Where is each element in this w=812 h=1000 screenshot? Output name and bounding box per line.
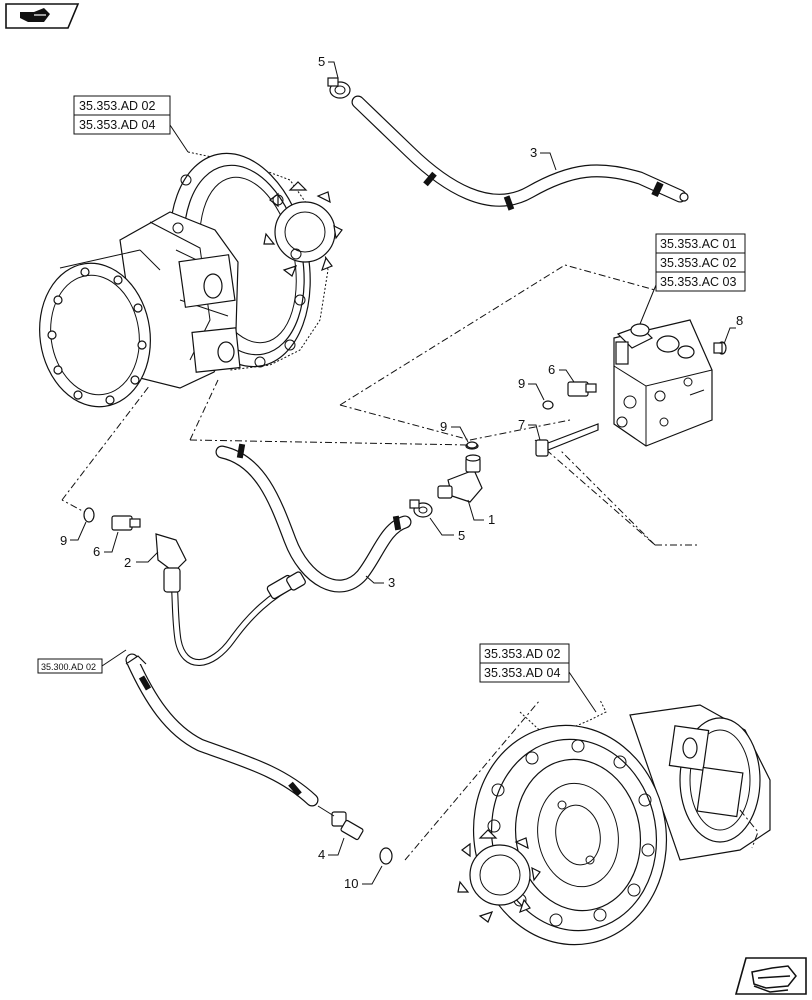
ref-box-upper-motor[interactable]: 35.353.AD 02 35.353.AD 04 (73, 95, 189, 153)
callout-3-top: 3 (530, 145, 557, 171)
o-ring-10 (379, 847, 393, 865)
svg-text:2: 2 (124, 555, 131, 570)
callout-7: 7 (518, 417, 541, 441)
svg-text:5: 5 (318, 54, 325, 69)
svg-text:3: 3 (388, 575, 395, 590)
callout-5-top: 5 (318, 54, 339, 79)
svg-text:9: 9 (440, 419, 447, 434)
callout-1: 1 (467, 499, 495, 527)
ref-box-drain-line[interactable]: 35.300.AD 02 (37, 649, 127, 674)
svg-text:3: 3 (530, 145, 537, 160)
svg-text:6: 6 (93, 544, 100, 559)
ref-upper-motor-2: 35.353.AD 04 (79, 118, 155, 132)
callout-6-left: 6 (93, 531, 119, 559)
elbow-fitting-1 (437, 442, 483, 503)
callout-4: 4 (318, 837, 345, 862)
hose-clamp-top (327, 77, 351, 99)
callout-9-left: 9 (60, 521, 87, 548)
svg-text:6: 6 (548, 362, 555, 377)
lower-drive-motor (457, 699, 771, 946)
svg-text:10: 10 (344, 876, 358, 891)
valve-block (613, 319, 727, 447)
ref-drain-line: 35.300.AD 02 (41, 662, 96, 672)
svg-text:1: 1 (488, 512, 495, 527)
drain-hose (125, 653, 319, 807)
hose-clamp-mid (409, 499, 433, 518)
hand-pointing-right-icon (751, 965, 797, 993)
svg-text:4: 4 (318, 847, 325, 862)
hand-pointing-left-icon (20, 8, 50, 22)
hose-3-middle (215, 443, 433, 593)
callout-2: 2 (124, 551, 159, 570)
ref-valve-block-2: 35.353.AC 02 (660, 256, 736, 270)
svg-text:5: 5 (458, 528, 465, 543)
prev-page-button[interactable] (5, 3, 80, 29)
ref-valve-block-3: 35.353.AC 03 (660, 275, 736, 289)
o-ring-9-mid (466, 441, 478, 449)
ref-box-valve-block[interactable]: 35.353.AC 01 35.353.AC 02 35.353.AC 03 (639, 233, 746, 325)
hose-2 (155, 533, 306, 666)
o-ring-9-right (542, 400, 554, 410)
upper-sprocket (263, 181, 343, 277)
adapter-6-right (567, 381, 597, 397)
connection-lines (61, 264, 700, 861)
callout-5-mid: 5 (429, 517, 465, 543)
callout-8: 8 (723, 313, 743, 345)
bolt-7 (535, 423, 599, 457)
callout-3-mid: 3 (365, 575, 395, 590)
callout-6-right: 6 (548, 362, 575, 383)
ref-lower-motor-1: 35.353.AD 02 (484, 647, 560, 661)
next-page-button[interactable] (734, 957, 807, 995)
callout-9-mid: 9 (440, 419, 469, 443)
callouts: 1 2 3 3 4 5 5 6 (60, 54, 743, 891)
ref-lower-motor-2: 35.353.AD 04 (484, 666, 560, 680)
upper-drive-motor (39, 151, 343, 408)
svg-text:8: 8 (736, 313, 743, 328)
ref-box-lower-motor[interactable]: 35.353.AD 02 35.353.AD 04 (479, 643, 597, 713)
lower-sprocket (457, 829, 541, 923)
svg-text:7: 7 (518, 417, 525, 432)
callout-10: 10 (344, 865, 383, 891)
fitting-4 (317, 805, 364, 841)
o-ring-9-left (83, 507, 95, 523)
hose-3-top (327, 77, 689, 211)
adapter-6-left (111, 515, 141, 531)
plug-8 (713, 341, 727, 355)
ref-upper-motor-1: 35.353.AD 02 (79, 99, 155, 113)
cover-bolts (47, 267, 147, 405)
ref-valve-block-1: 35.353.AC 01 (660, 237, 736, 251)
svg-text:9: 9 (518, 376, 525, 391)
svg-text:9: 9 (60, 533, 67, 548)
callout-9-right: 9 (518, 376, 545, 401)
